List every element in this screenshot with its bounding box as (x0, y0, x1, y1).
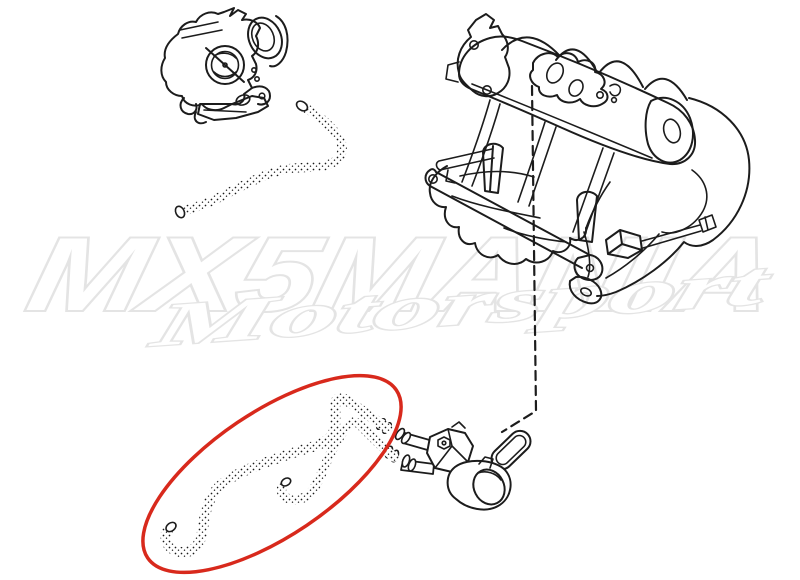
bolt-head (251, 67, 258, 74)
hose-open-end (280, 477, 292, 487)
mount-lug (605, 229, 643, 259)
bracket-side-block (445, 61, 460, 83)
leader-dashed-line (500, 84, 538, 434)
stay-bar-foot (573, 254, 604, 281)
intake-manifold (424, 13, 751, 305)
watermark: MX5MANIA Motorsport (17, 215, 788, 361)
butterfly-hub (222, 62, 228, 68)
throttle-body (160, 7, 289, 125)
hex-screw-center (441, 440, 447, 446)
actuator-stub (478, 456, 494, 469)
flange-stud (610, 96, 618, 104)
hose-stipple (160, 393, 393, 558)
injector-boss (576, 190, 598, 243)
outer-runner-pipe (596, 97, 751, 297)
bottom-tabs (179, 97, 207, 125)
inlet-horn-inner (250, 22, 276, 52)
butterfly-plate-edges (213, 52, 237, 78)
lug-hole (258, 92, 266, 100)
throttle-body-hose (174, 100, 347, 219)
actuator-face (472, 468, 506, 506)
butterfly-shaft (205, 47, 245, 83)
plenum-outline (458, 35, 697, 166)
lower-body-right-edge (583, 181, 611, 278)
stay-bar (424, 168, 589, 269)
inlet-horn-rim (269, 15, 289, 68)
highlight-ellipse (141, 373, 403, 575)
lower-body-foot (568, 275, 603, 305)
injector-boss (482, 142, 504, 194)
actuator-face-line (477, 471, 502, 481)
body-interior-lines (451, 170, 567, 243)
lower-body-outline (428, 165, 588, 265)
lug-rod (641, 224, 702, 249)
hose-stipple (276, 417, 399, 505)
valve-body-facets (434, 428, 469, 469)
bottom-flange (197, 95, 269, 121)
runner-domes (501, 36, 688, 101)
flange-edge-line (203, 109, 247, 113)
fuel-rail (435, 148, 495, 184)
rod-clip (698, 214, 717, 233)
throttle-body-outline (160, 7, 261, 112)
hose-open-end (295, 100, 309, 112)
vacuum-hose-short (276, 417, 399, 505)
stay-bar-bolt-hole (427, 174, 438, 185)
nipple-ring (407, 458, 417, 472)
inlet-horn-outer (247, 16, 283, 60)
throttle-bore-outer (205, 45, 245, 85)
bracket-bolt-hole (468, 39, 479, 50)
valve-top-tab (451, 421, 466, 429)
foot-port (580, 287, 592, 297)
hose-open-end (165, 521, 177, 533)
end-cap-port (662, 118, 682, 144)
flange-port (235, 94, 251, 106)
flange-port (568, 79, 584, 97)
plenum-end-cap (644, 96, 694, 164)
hose-stipple (175, 102, 347, 217)
o-ring-inner (495, 434, 527, 466)
nipple-ring (400, 431, 412, 445)
stay-bar-foot-hole (585, 263, 595, 273)
flange-port (545, 62, 565, 84)
flange-stud (595, 91, 604, 100)
right-hook-lug (251, 85, 271, 106)
bracket-bolt-hole (481, 85, 492, 96)
hex-screw (437, 436, 451, 450)
throttle-flange-face (529, 52, 609, 108)
front-bracket (456, 13, 511, 98)
vacuum-hose-long (160, 393, 393, 558)
hose-open-end (174, 205, 186, 219)
casting-ridge-lines (179, 21, 223, 39)
pipe-body-line (605, 233, 660, 279)
bolt-head (254, 76, 261, 83)
nipple-ring (394, 427, 406, 441)
plenum-contour-line (471, 83, 653, 159)
throttle-bore-inner (210, 50, 240, 80)
flange-detail (609, 83, 622, 97)
